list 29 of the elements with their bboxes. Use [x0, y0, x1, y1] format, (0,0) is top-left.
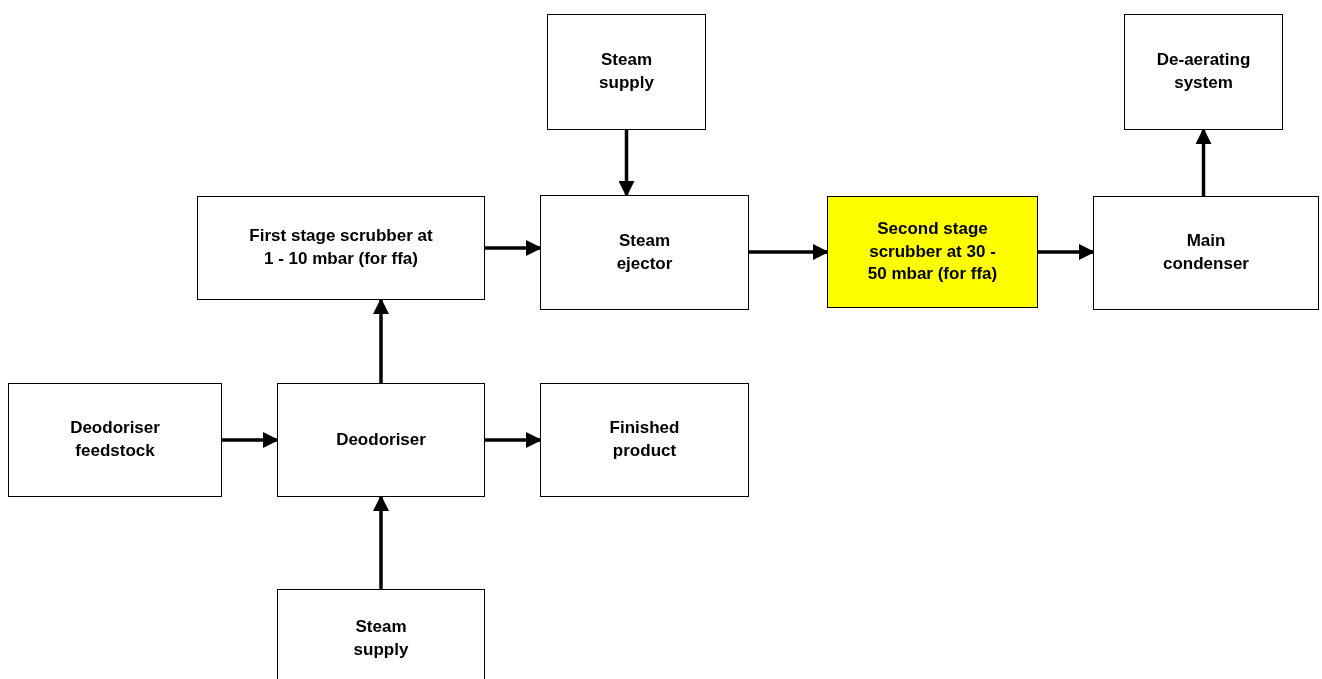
box-label: Finished product	[608, 417, 681, 462]
process-box	[277, 383, 485, 497]
box-label: First stage scrubber at 1 - 10 mbar (for ffa)	[248, 225, 434, 270]
box-label: Steam supply	[598, 49, 655, 94]
process-box	[1093, 196, 1319, 310]
arrow	[373, 298, 389, 383]
arrow	[749, 244, 829, 260]
arrow	[618, 130, 635, 197]
process-box	[827, 196, 1038, 308]
arrow	[1195, 128, 1212, 196]
process-box	[277, 589, 485, 679]
arrow	[485, 432, 542, 448]
process-box	[540, 195, 749, 310]
process-box	[1124, 14, 1283, 130]
process-box	[197, 196, 485, 300]
box-label: Second stage scrubber at 30 - 50 mbar (for ffa)	[866, 217, 999, 286]
arrow	[373, 495, 389, 589]
process-box	[540, 383, 749, 497]
box-label: Steam ejector	[615, 229, 674, 275]
process-box	[8, 383, 222, 497]
arrow	[1038, 244, 1095, 260]
box-label: Deodoriser feedstock	[69, 417, 161, 462]
box-label: Steam supply	[352, 616, 410, 661]
arrow	[485, 240, 542, 256]
process-box	[547, 14, 706, 130]
box-label: Main condenser	[1162, 230, 1250, 275]
arrow	[222, 432, 279, 448]
box-label: Deodoriser	[335, 428, 427, 451]
box-label: De-aerating system	[1155, 49, 1252, 94]
